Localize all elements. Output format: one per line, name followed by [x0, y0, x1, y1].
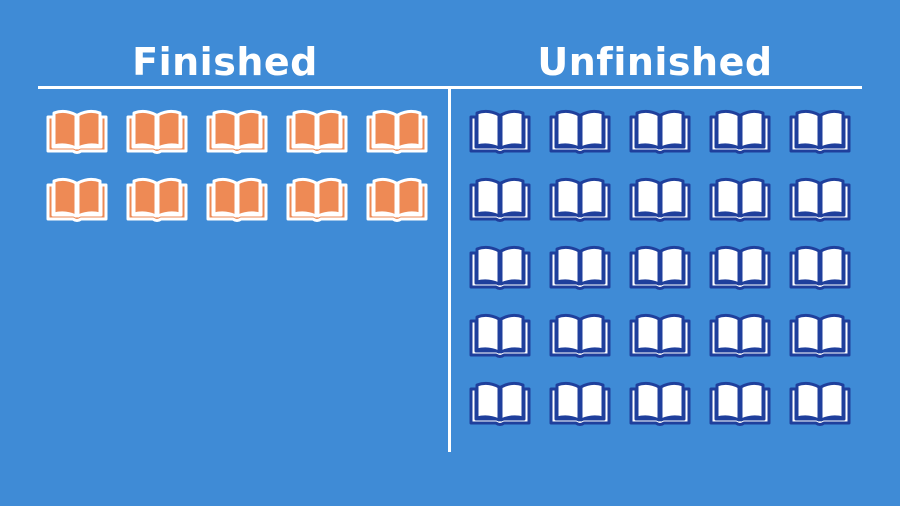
open-book-icon	[709, 109, 771, 154]
unfinished-books-grid	[468, 107, 852, 427]
open-book-icon	[629, 381, 691, 426]
open-book-icon	[286, 109, 348, 154]
open-book-icon	[709, 177, 771, 222]
open-book-icon	[126, 109, 188, 154]
open-book-icon	[709, 245, 771, 290]
open-book-icon	[789, 177, 851, 222]
open-book-icon	[789, 313, 851, 358]
open-book-icon	[549, 109, 611, 154]
open-book-icon	[46, 177, 108, 222]
open-book-icon	[366, 109, 428, 154]
open-book-icon	[709, 313, 771, 358]
open-book-icon	[469, 245, 531, 290]
open-book-icon	[549, 381, 611, 426]
open-book-icon	[286, 177, 348, 222]
open-book-icon	[629, 313, 691, 358]
open-book-icon	[629, 245, 691, 290]
column-divider	[448, 88, 451, 452]
open-book-icon	[46, 109, 108, 154]
open-book-icon	[709, 381, 771, 426]
open-book-icon	[469, 177, 531, 222]
unfinished-heading: Unfinished	[537, 40, 773, 84]
open-book-icon	[789, 245, 851, 290]
finished-heading: Finished	[132, 40, 318, 84]
open-book-icon	[549, 245, 611, 290]
finished-books-grid	[45, 107, 429, 223]
open-book-icon	[629, 109, 691, 154]
open-book-icon	[126, 177, 188, 222]
open-book-icon	[549, 177, 611, 222]
open-book-icon	[206, 109, 268, 154]
open-book-icon	[629, 177, 691, 222]
open-book-icon	[469, 381, 531, 426]
open-book-icon	[789, 381, 851, 426]
open-book-icon	[469, 313, 531, 358]
open-book-icon	[789, 109, 851, 154]
header-divider	[38, 86, 862, 89]
open-book-icon	[549, 313, 611, 358]
open-book-icon	[469, 109, 531, 154]
open-book-icon	[206, 177, 268, 222]
open-book-icon	[366, 177, 428, 222]
